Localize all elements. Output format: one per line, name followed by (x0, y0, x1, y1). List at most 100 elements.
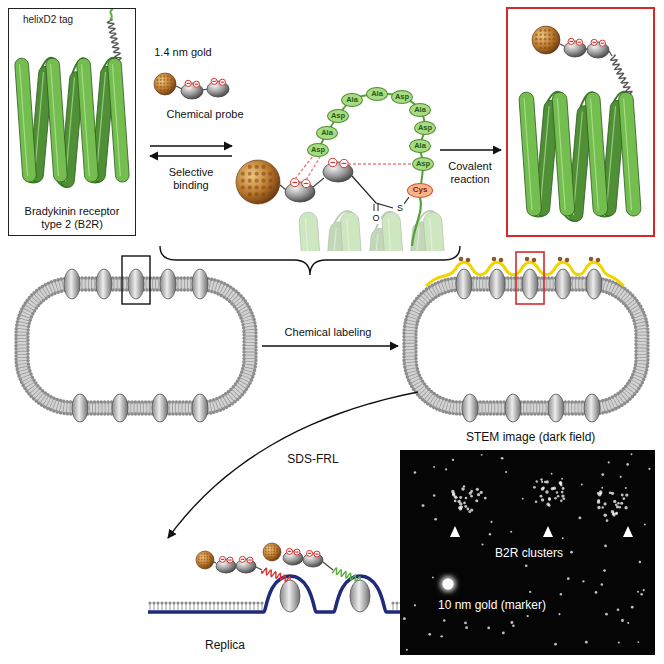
gold-atom (163, 75, 165, 77)
gold-signal (625, 487, 627, 489)
gold-signal (560, 500, 563, 503)
gold-atom (206, 559, 208, 561)
highlight-box (516, 252, 544, 304)
amino-acid-name: Asp (418, 124, 432, 132)
gold-signal (510, 531, 512, 533)
gold-atom (548, 29, 551, 32)
gold-atom (163, 79, 165, 81)
membrane-protein (72, 394, 88, 422)
gold-signal (540, 478, 542, 480)
pointer-arrowhead (450, 526, 460, 537)
gold-signal (557, 495, 560, 498)
gold-signal (481, 454, 483, 456)
minus-sign (315, 553, 318, 554)
double-bond (378, 204, 379, 211)
gold-atom (248, 179, 252, 183)
gold-signal (618, 506, 621, 509)
minus-sign (221, 559, 224, 560)
gold-atom (248, 192, 252, 196)
gold-signal (414, 471, 417, 474)
minus-sign (221, 82, 224, 83)
gold-signal (621, 494, 624, 497)
gold-signal (502, 632, 505, 635)
gold-signal (460, 506, 463, 509)
marker-glow (440, 576, 456, 592)
gold-signal (533, 486, 536, 489)
helix-highlight (20, 64, 28, 176)
amino-acid-bead: Ala (366, 87, 388, 101)
gold-signal (477, 493, 480, 496)
receptor-illustration (519, 92, 642, 222)
gold-atom (170, 79, 172, 81)
gold-atom (273, 553, 275, 555)
charge-circle (193, 81, 199, 87)
charge-circle (340, 159, 348, 167)
gold-atom (544, 47, 547, 50)
lipid-head (180, 601, 183, 604)
gold-label-dot (565, 258, 570, 263)
gold-atom (209, 556, 211, 558)
gold-signal (625, 493, 628, 496)
amino-acid-name: Asp (416, 160, 430, 168)
gold-signal (627, 622, 629, 624)
gold-atom (170, 82, 172, 84)
equilibrium-arrow (150, 155, 232, 156)
minus-sign (241, 559, 244, 560)
amino-acid-bead: Asp (414, 121, 436, 135)
gold-label-dot (558, 257, 563, 262)
amino-acid-bead: Ala (316, 126, 338, 140)
lipid-tail (158, 604, 159, 610)
amino-acid-name: Ala (414, 142, 426, 150)
gold-signal (433, 466, 435, 468)
gold-atom (248, 185, 252, 189)
gold-signal (601, 473, 604, 476)
gold-signal (644, 524, 646, 526)
gold-label-dot (596, 258, 601, 263)
gold-atom (548, 42, 551, 45)
gold-signal (615, 512, 618, 515)
gold-signal (527, 615, 529, 617)
gold-atom (206, 556, 208, 558)
transmembrane-helix (76, 58, 98, 183)
membrane-band (22, 284, 250, 408)
helix-highlight (430, 218, 439, 251)
gold-atom (163, 82, 165, 84)
gold-signal (551, 473, 553, 475)
transmembrane-helix (381, 212, 410, 251)
gold-atom (209, 561, 211, 563)
charge-circle (307, 550, 313, 556)
minus-sign (578, 42, 581, 43)
lipid-head (172, 601, 175, 604)
charge-circle (291, 178, 299, 186)
gold-signal (464, 622, 467, 625)
membrane-protein (522, 269, 538, 299)
lipid-tail (262, 604, 263, 610)
cysteine-name: Cys (413, 186, 428, 194)
minus-sign (308, 553, 311, 554)
minus-sign (212, 81, 215, 82)
gold-signal (606, 519, 609, 522)
charge-circle (599, 40, 605, 46)
receptor-illustration (299, 211, 452, 251)
gold-atom (167, 86, 169, 88)
lipid-head (168, 601, 171, 604)
lipid-heads (416, 290, 636, 402)
lipid-tail (230, 604, 231, 610)
gold-signal (567, 577, 570, 580)
annotation: Chemical probe (166, 108, 243, 121)
annotation: Covalent reaction (437, 160, 503, 186)
lipid-tail (162, 604, 163, 610)
gold-signal (512, 625, 514, 627)
gold-atom (160, 79, 162, 81)
minus-sign (342, 163, 347, 164)
gold-atom (241, 185, 245, 189)
annotation: 1.4 nm gold (154, 46, 211, 59)
lipid-head (248, 601, 251, 604)
gold-signal (545, 490, 548, 493)
lipid-head (391, 601, 394, 604)
lipid-head (208, 601, 211, 604)
membrane-protein (192, 394, 208, 422)
receptor-clip (299, 211, 452, 251)
lipid-heads (28, 290, 244, 402)
amino-acid-bead: Ala (409, 139, 431, 153)
